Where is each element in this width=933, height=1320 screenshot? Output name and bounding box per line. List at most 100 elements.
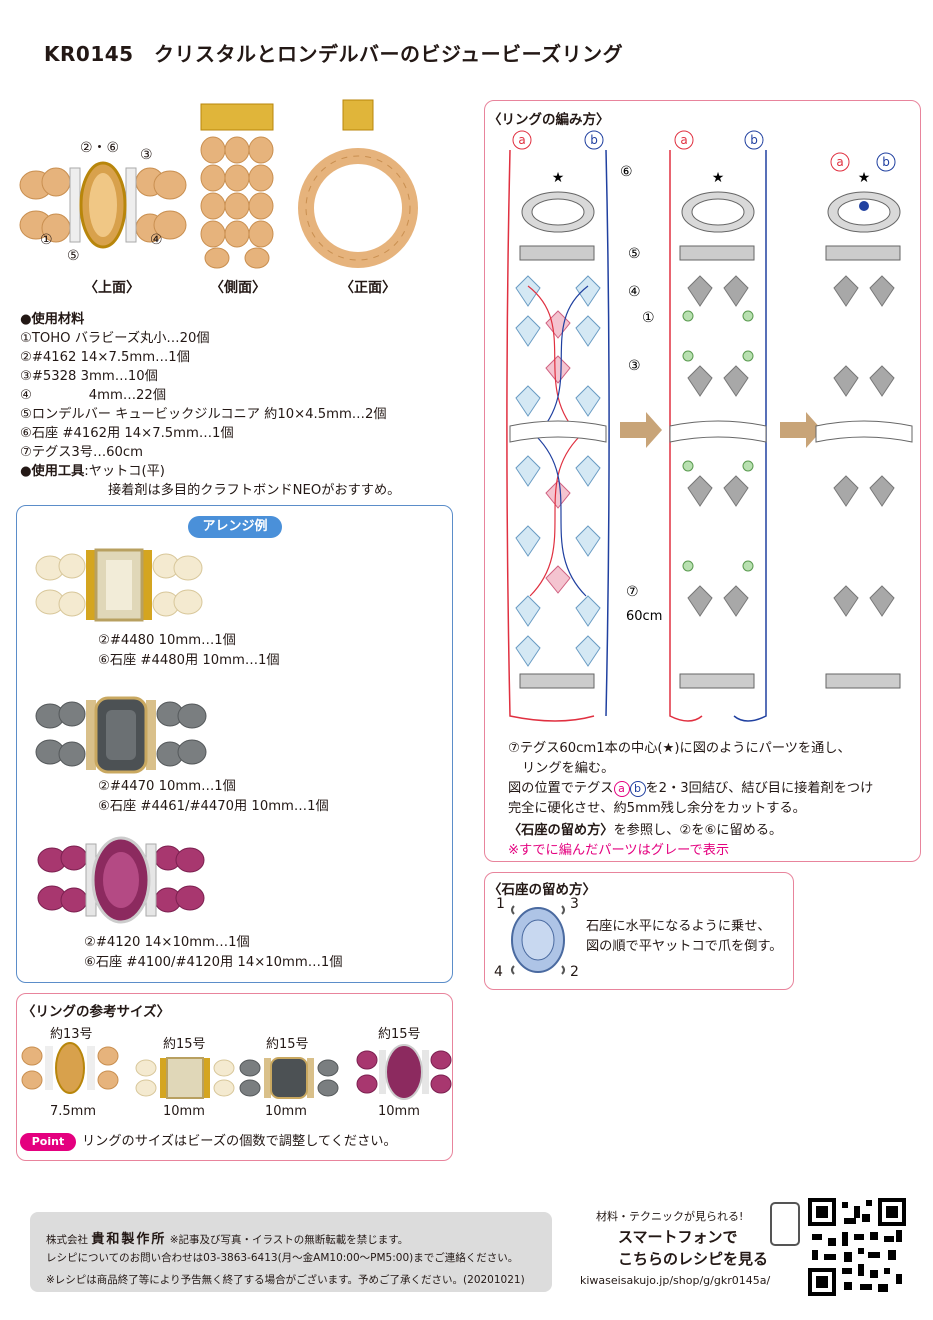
size-label: 約15号: [163, 1037, 206, 1052]
material-item: ⑦テグス3号…60cm: [20, 445, 144, 460]
weave-step-4: 完全に硬化させ、約5mm残し余分をカットする。: [508, 801, 806, 816]
material-item: ④ 4mm…22個: [20, 388, 167, 403]
materials-heading: ●使用材料: [20, 312, 85, 327]
smartphone-line2: スマートフォンで: [618, 1228, 738, 1246]
label-n5: ⑤: [67, 248, 80, 264]
svg-text:b: b: [882, 155, 890, 169]
label-top: 〈上面〉: [84, 280, 140, 296]
diagram-step-1: a b ★: [506, 130, 610, 722]
recipe-url[interactable]: kiwaseisakujo.jp/shop/g/gkr0145a/: [580, 1274, 771, 1287]
setting-line2: 図の順で平ヤットコで爪を倒す。: [586, 939, 783, 954]
setting-box: [484, 872, 794, 990]
material-item: ①TOHO バラビーズ丸小…20個: [20, 331, 210, 346]
weave-step-3b: を2・3回結び、結び目に接着剤をつけ: [645, 781, 874, 796]
arrange-1-line1: ②#4480 10mm…1個: [98, 633, 236, 648]
arrange-box: [16, 505, 453, 983]
weave-step-5: 〈石座の留め方〉を参照し、②を⑥に留める。: [508, 820, 782, 841]
width-label: 10mm: [378, 1104, 420, 1119]
size-photo-4: [356, 1042, 452, 1102]
weave-step-2: リングを編む。: [522, 761, 615, 776]
weave-title: 〈リングの編み方〉: [488, 112, 610, 128]
svg-text:b: b: [750, 133, 758, 147]
svg-text:★: ★: [712, 170, 725, 186]
ring-side-photo: [193, 100, 281, 270]
materials-list: ●使用材料 ①TOHO バラビーズ丸小…20個 ②#4162 14×7.5mm……: [20, 310, 400, 500]
svg-text:b: b: [590, 133, 598, 147]
width-label: 10mm: [163, 1104, 205, 1119]
weave-step-5b: を参照し、②を⑥に留める。: [613, 823, 783, 838]
label-n26: ②・⑥: [80, 140, 120, 156]
ring-front-photo: [293, 98, 423, 273]
setting-title: 〈石座の留め方〉: [488, 882, 596, 898]
svg-text:a: a: [836, 155, 843, 169]
svg-text:⑥: ⑥: [620, 164, 633, 180]
footer-line1: 株式会社 貴和製作所 ※記事及び写真・イラストの無断転載を禁じます。: [46, 1228, 408, 1247]
phone-icon: [770, 1202, 800, 1246]
arrange-photo-2: [34, 690, 209, 780]
label-n4: ④: [150, 232, 163, 248]
arrange-3-line1: ②#4120 14×10mm…1個: [84, 935, 250, 950]
footer-box: [30, 1212, 552, 1292]
footer-line2: レシピについてのお問い合わせは03-3863-6413(月～金AM10:00～P…: [46, 1252, 519, 1264]
page-title: KR0145 クリスタルとロンデルバーのビジュービーズリング: [44, 42, 624, 66]
width-label: 7.5mm: [50, 1104, 97, 1119]
setting-n1: 1: [496, 896, 505, 912]
svg-text:⑤: ⑤: [628, 246, 641, 262]
svg-text:★: ★: [552, 170, 565, 186]
sizes-title: 〈リングの参考サイズ〉: [22, 1004, 171, 1020]
arrange-photo-3: [36, 830, 206, 930]
company-logo: 貴和製作所: [91, 1232, 167, 1247]
company-prefix: 株式会社: [46, 1234, 88, 1246]
weave-step-3a: 図の位置でテグス: [508, 781, 614, 796]
svg-text:①: ①: [642, 310, 655, 326]
footer-line3: ※レシピは商品終了等により予告無く終了する場合がございます。予めご了承ください。…: [46, 1274, 525, 1286]
diagram-step-2: a b ★: [669, 130, 767, 722]
svg-text:④: ④: [628, 284, 641, 300]
label-n3: ③: [140, 147, 153, 163]
arrange-2-line2: ⑥石座 #4461/#4470用 10mm…1個: [98, 799, 329, 814]
material-item: ③#5328 3mm…10個: [20, 369, 158, 384]
svg-text:a: a: [518, 133, 525, 147]
setting-n2: 2: [570, 964, 579, 980]
stone-setting-diagram: [492, 896, 582, 984]
glue-note: 接着剤は多目的クラフトボンドNEOがおすすめ。: [108, 483, 401, 498]
smartphone-line3: こちらのレシピを見る: [618, 1250, 769, 1268]
arrange-3-line2: ⑥石座 #4100/#4120用 14×10mm…1個: [84, 955, 343, 970]
size-photo-3: [238, 1054, 340, 1102]
label-a: a: [613, 781, 630, 797]
setting-ref: 〈石座の留め方〉: [508, 823, 614, 838]
arrange-title: アレンジ例: [188, 516, 282, 538]
label-b: b: [629, 781, 646, 797]
tools-heading: ●使用工具: [20, 464, 85, 479]
label-side: 〈側面〉: [210, 280, 266, 296]
smartphone-line1: 材料・テクニックが見られる!: [596, 1210, 744, 1223]
material-item: ⑥石座 #4162用 14×7.5mm…1個: [20, 426, 234, 441]
svg-text:a: a: [680, 133, 687, 147]
sizes-box: [16, 993, 453, 1161]
setting-n4: 4: [494, 964, 503, 980]
size-photo-1: [20, 1040, 120, 1096]
setting-n3: 3: [570, 896, 579, 912]
label-n1: ①: [40, 232, 53, 248]
material-item: ②#4162 14×7.5mm…1個: [20, 350, 190, 365]
size-label: 約13号: [50, 1027, 93, 1042]
weave-step-1: ⑦テグス60cm1本の中心(★)に図のようにパーツを通し、: [508, 741, 851, 756]
weave-diagram: a b ★ ⑥: [490, 126, 918, 736]
size-label: 約15号: [378, 1027, 421, 1042]
diagram-step-3: a b ★: [815, 152, 913, 689]
arrange-photo-1: [34, 540, 204, 630]
svg-text:⑦: ⑦: [626, 584, 639, 600]
size-label: 約15号: [266, 1037, 309, 1052]
ring-top-photo: [18, 150, 188, 260]
arrange-2-line1: ②#4470 10mm…1個: [98, 779, 236, 794]
weave-note: ※すでに編んだパーツはグレーで表示: [508, 843, 730, 858]
qr-code[interactable]: [808, 1198, 906, 1296]
copyright-note: ※記事及び写真・イラストの無断転載を禁じます。: [169, 1234, 409, 1246]
width-label: 10mm: [265, 1104, 307, 1119]
material-item: ⑤ロンデルバー キュービックジルコニア 約10×4.5mm…2個: [20, 407, 387, 422]
tools-text: :ヤットコ(平): [84, 464, 165, 479]
svg-text:③: ③: [628, 358, 641, 374]
weave-box: [484, 100, 921, 862]
svg-text:60cm: 60cm: [626, 609, 662, 624]
